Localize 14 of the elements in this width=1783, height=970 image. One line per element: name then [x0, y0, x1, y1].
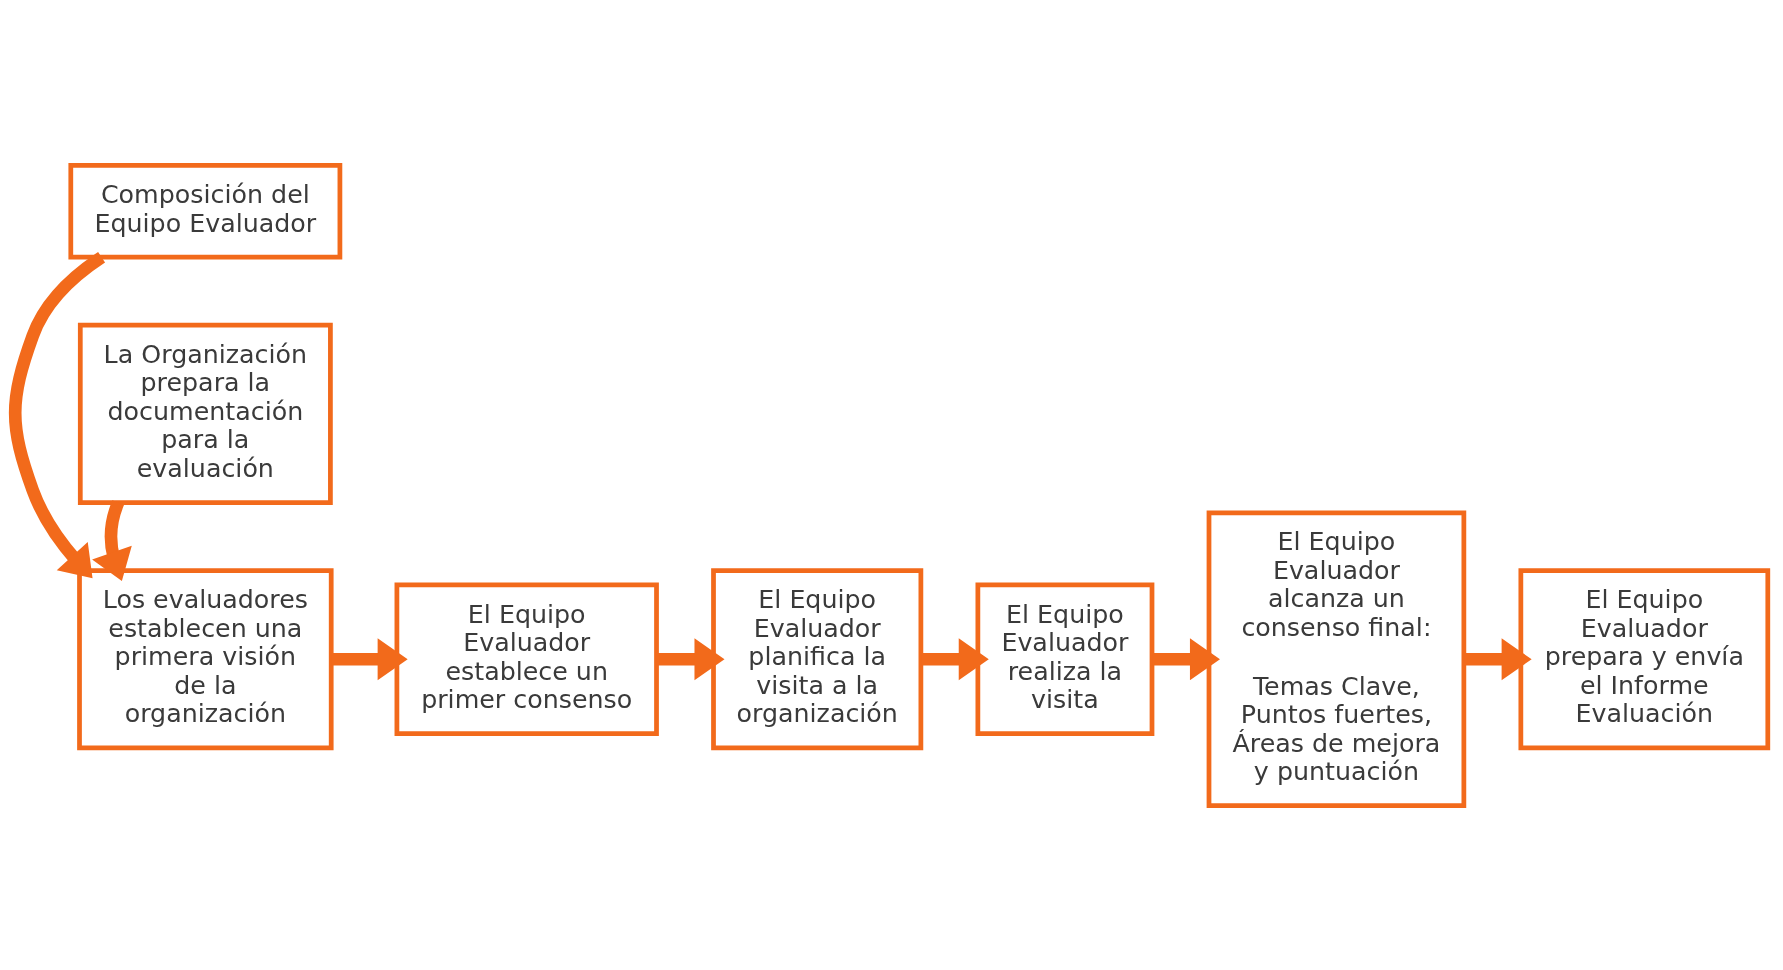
node-box: El Equipo Evaluador planifica la visita a la organización	[711, 567, 924, 750]
node-box: El Equipo Evaluador establece un primer consenso	[394, 581, 659, 736]
node-box: Los evaluadores establecen una primera visión de la organización	[77, 567, 334, 750]
arrow	[921, 637, 989, 680]
node-box: El Equipo Evaluador alcanza un consenso final: Temas Clave, Puntos fuertes, Áreas de mejora y puntuación	[1206, 509, 1467, 808]
arrow	[331, 637, 408, 680]
arrow	[1152, 637, 1220, 680]
node-box: Composición del Equipo Evaluador	[68, 162, 343, 260]
arrow	[656, 637, 725, 680]
arrow	[1464, 637, 1532, 680]
node-box: La Organización prepara la documentación para la evaluación	[77, 322, 333, 505]
node-box: El Equipo Evaluador realiza la visita	[975, 581, 1155, 736]
node-box: El Equipo Evaluador prepara y envía el Informe Evaluación	[1518, 567, 1771, 750]
arrow	[8, 251, 106, 578]
